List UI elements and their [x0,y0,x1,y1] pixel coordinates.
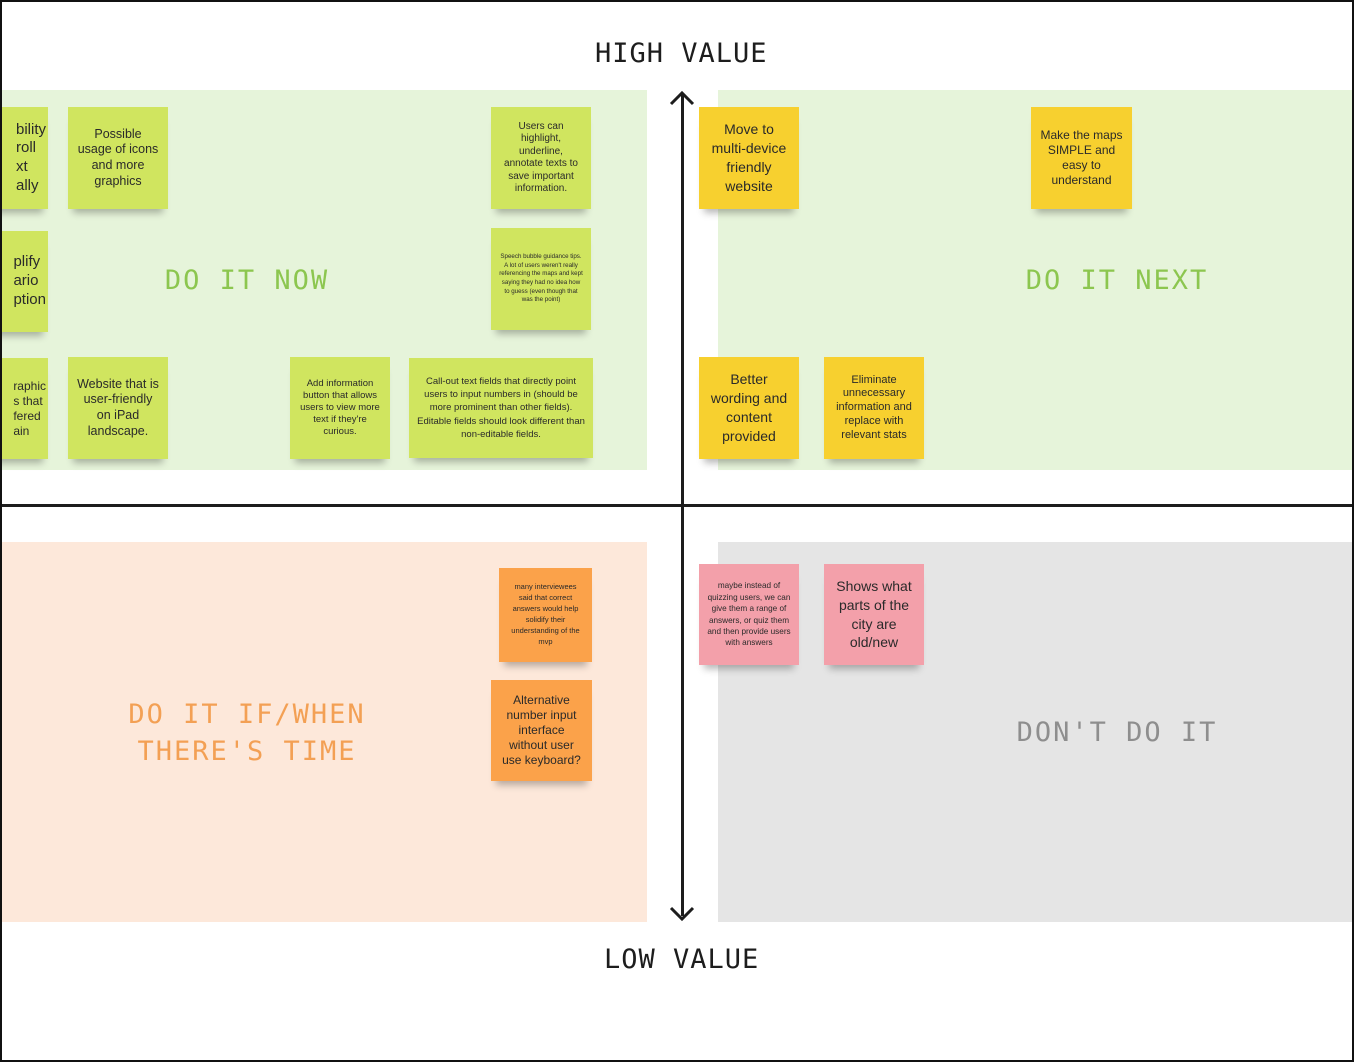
sticky-note[interactable]: plify ario ption [2,231,48,332]
note-text: many interviewees said that correct answ… [511,582,580,646]
vertical-axis-line [681,94,684,916]
sticky-note[interactable]: Shows what parts of the city are old/new [824,564,924,665]
sticky-note[interactable]: Move to multi-device friendly website [699,107,799,209]
note-text: Call-out text fields that directly point… [417,375,585,440]
sticky-note[interactable]: many interviewees said that correct answ… [499,568,592,662]
note-text: Eliminate unnecessary information and re… [836,373,912,441]
note-text: Speech bubble guidance tips. A lot of us… [499,252,583,304]
sticky-note[interactable]: Add information button that allows users… [290,357,390,459]
do-it-when-title: DO IT IF/WHEN THERE'S TIME [128,699,366,767]
sticky-note[interactable]: Alternative number input interface witho… [491,680,592,781]
sticky-note[interactable]: maybe instead of quizzing users, we can … [699,564,799,665]
arrow-down-icon [669,906,695,922]
sticky-note[interactable]: Make the maps SIMPLE and easy to underst… [1031,107,1132,209]
dont-do-it-quadrant [718,542,1352,922]
note-text: Website that is user-friendly on iPad la… [77,376,159,438]
arrow-up-icon [669,90,695,106]
low-value-label: LOW VALUE [604,944,760,975]
sticky-note[interactable]: Speech bubble guidance tips. A lot of us… [491,228,591,330]
note-text: Make the maps SIMPLE and easy to underst… [1040,128,1123,187]
sticky-note[interactable]: Possible usage of icons and more graphic… [68,107,168,209]
note-text: Add information button that allows users… [300,378,380,437]
do-it-next-title: DO IT NEXT [1025,265,1209,296]
note-text: Better wording and content provided [710,371,788,444]
sticky-note[interactable]: Eliminate unnecessary information and re… [824,357,924,459]
sticky-note[interactable]: Call-out text fields that directly point… [409,358,593,458]
note-text: Possible usage of icons and more graphic… [77,126,159,188]
do-it-now-title: DO IT NOW [164,265,330,296]
sticky-note[interactable]: raphic s that fered ain [2,358,48,459]
dont-do-it-title: DON'T DO IT [1016,717,1218,748]
sticky-note[interactable]: bility roll xt ally [2,107,48,209]
note-text: plify ario ption [13,253,46,308]
horizontal-axis-line [2,504,1352,507]
note-text: bility roll xt ally [15,120,46,194]
sticky-note[interactable]: Users can highlight, underline, annotate… [491,107,591,209]
note-text: Alternative number input interface witho… [502,693,581,767]
note-text: Users can highlight, underline, annotate… [504,120,578,195]
sticky-note[interactable]: Website that is user-friendly on iPad la… [68,357,168,459]
note-text: Move to multi-device friendly website [711,121,787,194]
note-text: Shows what parts of the city are old/new [836,577,912,651]
note-text: maybe instead of quizzing users, we can … [707,581,791,648]
note-text: raphic s that fered ain [13,378,46,438]
sticky-note[interactable]: Better wording and content provided [699,357,799,459]
high-value-label: HIGH VALUE [595,38,768,69]
